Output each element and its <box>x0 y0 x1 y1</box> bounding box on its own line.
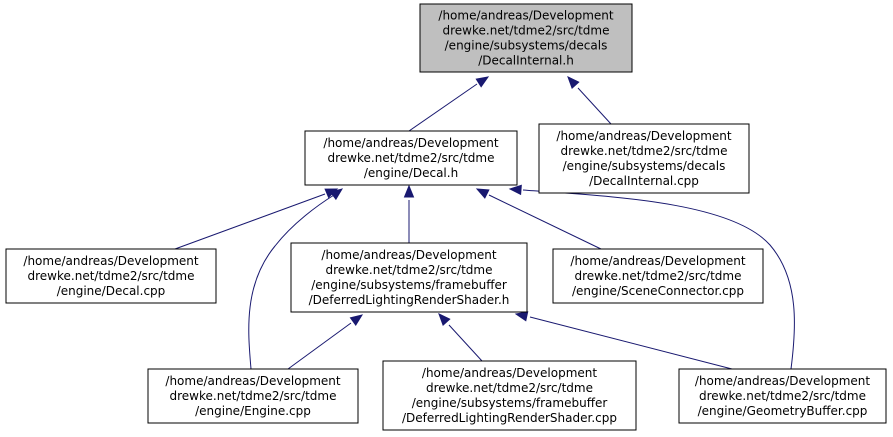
node-decal-internal-cpp[interactable]: /home/andreas/Developmentdrewke.net/tdme… <box>538 123 750 194</box>
edge-line <box>529 316 733 370</box>
node-label-line: /engine/subsystems/framebuffer <box>412 396 608 410</box>
arrowhead-icon <box>329 188 344 201</box>
edge-decal_h-to-decal_internal_h <box>408 76 490 132</box>
node-label-line: drewke.net/tdme2/src/tdme <box>326 263 493 277</box>
edge-geometry_buffer_cpp-to-deferred_h <box>514 311 733 370</box>
arrowhead-icon <box>403 184 415 198</box>
edge-line <box>522 189 795 370</box>
arrowhead-icon <box>475 76 490 88</box>
node-label-line: /home/andreas/Development <box>556 129 731 143</box>
nodes-layer: /home/andreas/Developmentdrewke.net/tdme… <box>5 3 887 431</box>
node-geometry-buffer-cpp[interactable]: /home/andreas/Developmentdrewke.net/tdme… <box>678 368 887 424</box>
node-label-line: /home/andreas/Development <box>570 254 745 268</box>
node-label-line: /home/andreas/Development <box>438 9 613 23</box>
node-box <box>382 360 637 431</box>
edge-line <box>248 194 335 370</box>
node-box <box>538 123 750 194</box>
node-decal-h[interactable]: /home/andreas/Developmentdrewke.net/tdme… <box>304 130 518 186</box>
node-label-line: drewke.net/tdme2/src/tdme <box>426 381 593 395</box>
node-label-line: drewke.net/tdme2/src/tdme <box>699 389 866 403</box>
node-box <box>552 248 764 304</box>
node-label-line: /home/andreas/Development <box>695 374 870 388</box>
node-label-line: /home/andreas/Development <box>321 248 496 262</box>
node-label-line: /DecalInternal.h <box>478 54 574 68</box>
node-label-line: /engine/subsystems/decals <box>445 39 608 53</box>
node-label-line: drewke.net/tdme2/src/tdme <box>575 269 742 283</box>
edge-line <box>577 87 612 125</box>
edge-engine_cpp-to-decal_h <box>248 188 344 370</box>
arrowhead-icon <box>438 313 451 327</box>
edge-line <box>488 194 602 250</box>
node-deferred-h[interactable]: /home/andreas/Developmentdrewke.net/tdme… <box>290 242 528 313</box>
node-box <box>304 130 518 186</box>
node-label-line: drewke.net/tdme2/src/tdme <box>328 151 495 165</box>
node-label-line: /DeferredLightingRenderShader.cpp <box>402 411 617 425</box>
node-label-line: /engine/Decal.cpp <box>57 284 166 298</box>
node-label-line: /home/andreas/Development <box>422 366 597 380</box>
node-label-line: drewke.net/tdme2/src/tdme <box>443 24 610 38</box>
node-label-line: /engine/GeometryBuffer.cpp <box>698 404 868 418</box>
edge-decal_internal_cpp-to-decal_internal_h <box>567 76 612 125</box>
node-scene-connector-cpp[interactable]: /home/andreas/Developmentdrewke.net/tdme… <box>552 248 764 304</box>
node-box <box>419 3 633 73</box>
node-label-line: /engine/Engine.cpp <box>195 404 311 418</box>
edge-line <box>448 324 483 362</box>
edge-scene_connector_cpp-to-decal_h <box>475 188 602 250</box>
edge-decal_cpp-to-decal_h <box>174 188 339 250</box>
edge-deferred_cpp-to-deferred_h <box>438 313 483 362</box>
edges-layer <box>174 76 795 370</box>
node-label-line: /engine/subsystems/framebuffer <box>311 278 507 292</box>
node-box <box>678 368 887 424</box>
node-label-line: /home/andreas/Development <box>323 136 498 150</box>
node-label-line: /engine/SceneConnector.cpp <box>572 284 744 298</box>
node-label-line: /DeferredLightingRenderShader.h <box>309 293 510 307</box>
node-label-line: drewke.net/tdme2/src/tdme <box>561 144 728 158</box>
node-label-line: drewke.net/tdme2/src/tdme <box>28 269 195 283</box>
node-label-line: /engine/Decal.h <box>364 166 458 180</box>
node-box <box>290 242 528 313</box>
node-engine-cpp[interactable]: /home/andreas/Developmentdrewke.net/tdme… <box>147 368 359 424</box>
node-box <box>147 368 359 424</box>
node-label-line: /home/andreas/Development <box>165 374 340 388</box>
node-label-line: /engine/subsystems/decals <box>563 159 726 173</box>
edge-line <box>287 322 352 370</box>
arrowhead-icon <box>508 184 522 196</box>
edge-geometry_buffer_cpp-to-decal_h <box>508 184 795 370</box>
node-label-line: /home/andreas/Development <box>23 254 198 268</box>
node-decal-internal-h: /home/andreas/Developmentdrewke.net/tdme… <box>419 3 633 73</box>
edge-deferred_h-to-decal_h <box>403 184 415 243</box>
edge-line <box>408 83 478 132</box>
arrowhead-icon <box>475 188 490 199</box>
edge-line <box>174 193 326 250</box>
node-decal-cpp[interactable]: /home/andreas/Developmentdrewke.net/tdme… <box>5 248 217 304</box>
arrowhead-icon <box>567 76 580 90</box>
node-deferred-cpp[interactable]: /home/andreas/Developmentdrewke.net/tdme… <box>382 360 637 431</box>
node-label-line: drewke.net/tdme2/src/tdme <box>170 389 337 403</box>
arrowhead-icon <box>514 311 529 322</box>
edge-engine_cpp-to-deferred_h <box>287 314 364 370</box>
node-label-line: /DecalInternal.cpp <box>589 174 699 188</box>
arrowhead-icon <box>349 314 364 327</box>
node-box <box>5 248 217 304</box>
